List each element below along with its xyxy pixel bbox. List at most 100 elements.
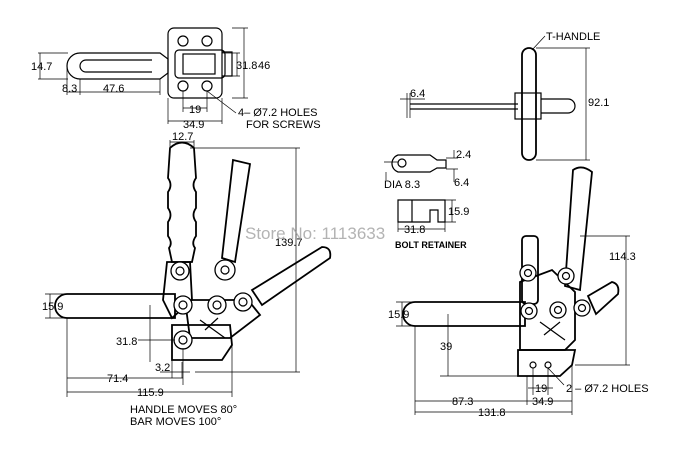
left-dim-139-7: 139.7 — [275, 237, 303, 249]
left-pivot-base-inner — [178, 335, 188, 345]
left-pivot-mid — [173, 295, 193, 315]
top-handle-stub — [222, 51, 233, 77]
right-handle-extended — [586, 281, 620, 316]
right-base — [517, 349, 577, 377]
left-dim-3-2: 3.2 — [155, 362, 170, 374]
bolt-dim-dia: DIA 8.3 — [384, 179, 420, 191]
right-side-view: 114.3 15.9 39 19 2 – Ø7.2 HOLES 87.3 34.… — [388, 166, 649, 419]
right-dim-15-9-lines — [396, 301, 415, 327]
left-dim-3-2-lines — [160, 360, 190, 378]
right-dim-19: 19 — [535, 383, 547, 395]
left-pivot-link-inner — [212, 300, 222, 310]
top-dim-bottom-lines — [66, 66, 161, 95]
store-watermark: Store No: 1113633 — [245, 224, 385, 243]
right-pivot-top — [519, 264, 537, 282]
left-handle-grip — [167, 141, 197, 263]
left-dim-length-lines — [66, 318, 233, 397]
left-pivot-right — [233, 292, 253, 312]
right-dim-39: 39 — [440, 341, 452, 353]
t-dim-6-4: 6.4 — [410, 88, 425, 100]
top-dim-47-6: 47.6 — [103, 83, 124, 95]
top-body-inner — [182, 53, 216, 75]
left-side-view: 12.7 139.7 15.9 31.8 3.2 71.4 115.9 HAND… — [42, 131, 332, 428]
top-base-plate — [167, 27, 223, 99]
retainer-dim-15-9: 15.9 — [448, 206, 469, 218]
right-link-detail — [539, 321, 566, 341]
right-dim-length-lines — [414, 326, 573, 415]
right-pivot-open — [557, 267, 575, 285]
left-note-handle: HANDLE MOVES 80° — [130, 404, 237, 416]
top-view: 14.7 8.3 47.6 31.8 46 19 34.9 4– Ø7.2 HO… — [31, 27, 321, 131]
left-dim-115-9: 115.9 — [137, 387, 164, 399]
right-pivot-open-inner — [561, 271, 571, 281]
t-handle-block — [514, 92, 542, 120]
right-dim-114-3-lines — [575, 235, 630, 366]
t-handle-clevis — [541, 98, 576, 114]
left-dim-71-4: 71.4 — [107, 373, 128, 385]
top-dim-14-7: 14.7 — [31, 61, 52, 73]
left-dim-139-7-lines — [190, 147, 300, 373]
top-hole-4 — [201, 80, 213, 92]
bolt-dim-6-4: 6.4 — [454, 177, 469, 189]
left-base — [171, 324, 233, 361]
left-pivot-mid-inner — [178, 300, 188, 310]
left-pivot-right-inner — [238, 297, 248, 307]
left-pivot-base — [173, 330, 193, 350]
right-pivot-mid — [520, 302, 538, 320]
t-dim-92-1-lines — [536, 47, 590, 161]
bolt-dia-lines — [384, 161, 398, 180]
t-handle-label: T-HANDLE — [546, 31, 600, 43]
right-dim-15-9: 15.9 — [388, 309, 409, 321]
top-dim-19: 19 — [189, 104, 201, 116]
top-holes-note-1: 4– Ø7.2 HOLES — [238, 107, 318, 119]
right-dim-39-lines — [440, 314, 518, 377]
bolt-dim-2-4: 2.4 — [456, 149, 471, 161]
top-holes-note-2: FOR SCREWS — [246, 119, 321, 131]
top-bar-slot — [79, 59, 152, 73]
right-dim-87-3: 87.3 — [452, 396, 473, 408]
right-holes-note: 2 – Ø7.2 HOLES — [566, 383, 649, 395]
left-pivot-link — [207, 295, 227, 315]
top-dim-34-9: 34.9 — [183, 119, 204, 131]
t-dim-6-4-lines — [400, 93, 425, 118]
right-hole-1 — [529, 361, 537, 369]
top-hole-1 — [177, 35, 189, 47]
left-pivot-top — [170, 261, 190, 281]
right-pivot-link — [549, 301, 567, 319]
right-hold-bar — [402, 301, 526, 327]
top-dim-14-7-lines — [38, 52, 68, 80]
bolt-hole — [397, 158, 407, 168]
left-handle-open — [221, 158, 252, 264]
right-handle-open — [564, 166, 593, 292]
left-handle-extended — [250, 246, 332, 307]
left-dim-31-8: 31.8 — [116, 336, 137, 348]
top-hole-leader — [206, 90, 237, 114]
top-dim-right-lines — [222, 27, 248, 99]
t-label-leader — [531, 35, 546, 51]
right-pivot-right-inner — [577, 303, 587, 313]
right-pivot-right — [573, 299, 591, 317]
top-bar-outline — [66, 52, 169, 80]
right-dim-114-3: 114.3 — [609, 251, 636, 263]
top-dim-31-8: 31.8 — [236, 60, 257, 72]
retainer-dim-31-8: 31.8 — [404, 224, 425, 236]
right-dim-19-lines — [528, 367, 565, 395]
right-dim-131-8: 131.8 — [478, 407, 506, 419]
t-handle-grip — [521, 47, 537, 161]
right-pivot-link-inner — [553, 305, 563, 315]
left-dim-15-9-lines — [45, 293, 67, 319]
t-dim-92-1: 92.1 — [588, 97, 609, 109]
left-dim-31-8-lines — [138, 305, 175, 362]
top-dim-46: 46 — [258, 60, 270, 72]
t-handle-view: T-HANDLE 6.4 92.1 — [400, 31, 609, 161]
bolt-dim-lines — [446, 150, 458, 182]
top-dim-8-3: 8.3 — [62, 83, 77, 95]
left-hold-bar — [54, 293, 176, 319]
top-hole-3 — [177, 80, 189, 92]
right-pivot-mid-inner — [524, 306, 534, 316]
left-pivot-open-inner — [220, 265, 230, 275]
bolt-retainer-view: 2.4 DIA 8.3 6.4 15.9 31.8 BOLT RETAINER — [384, 149, 471, 250]
left-pivot-open — [214, 259, 236, 281]
